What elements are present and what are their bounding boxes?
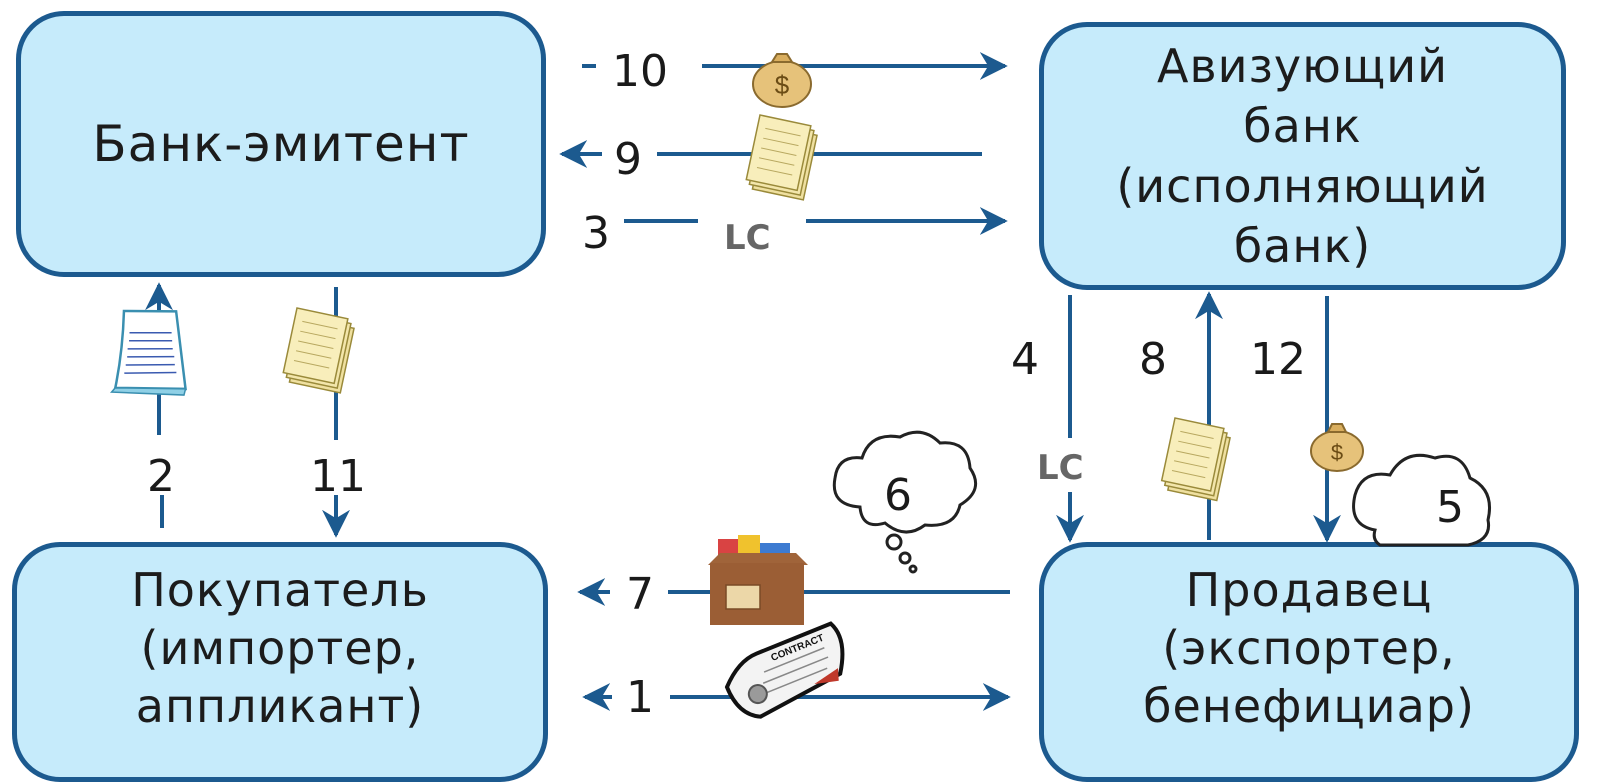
advising-bank-label-1: Авизующий	[1157, 39, 1448, 93]
step-5-label: 5	[1436, 482, 1464, 533]
step-12-label: 12	[1250, 334, 1306, 385]
svg-text:$: $	[1331, 440, 1343, 465]
step-6-label: 6	[884, 470, 912, 521]
flow-diagram: $ $	[110, 52, 1491, 719]
advising-bank-label-3: (исполняющий	[1116, 159, 1489, 213]
documents-icon-2	[282, 307, 355, 394]
lc-label-right: LC	[1037, 448, 1084, 488]
contract-icon: CONTRACT	[724, 621, 845, 719]
documents-icon-3	[1160, 417, 1231, 502]
buyer-box: Покупатель (импортер, аппликант)	[12, 542, 548, 782]
step-8-label: 8	[1139, 334, 1167, 385]
seller-label-2: (экспортер,	[1162, 621, 1456, 675]
thought-cloud-icon	[832, 430, 978, 574]
thought-cloud-icon-2	[1352, 453, 1491, 547]
issuing-bank-box: Банк-эмитент	[16, 11, 546, 277]
application-form-icon	[110, 309, 187, 396]
goods-box-icon	[708, 535, 808, 625]
step-9-label: 9	[614, 134, 642, 185]
documents-icon	[745, 114, 818, 201]
buyer-label-3: аппликант)	[135, 679, 425, 733]
money-bag-icon-2: $	[1310, 423, 1364, 472]
seller-label-3: бенефициар)	[1143, 679, 1475, 733]
buyer-label-1: Покупатель	[131, 563, 429, 617]
step-4-label: 4	[1011, 334, 1039, 385]
step-1-label: 1	[626, 672, 654, 723]
advising-bank-box: Авизующий банк (исполняющий банк)	[1039, 22, 1566, 290]
money-bag-icon: $	[752, 53, 812, 108]
step-10-label: 10	[612, 46, 668, 97]
step-2-label: 2	[147, 451, 175, 502]
advising-bank-label-4: банк)	[1233, 219, 1372, 273]
step-11-label: 11	[310, 451, 366, 502]
lc-label-top: LC	[724, 218, 771, 258]
advising-bank-label-2: банк	[1243, 99, 1362, 153]
seller-label-1: Продавец	[1185, 563, 1433, 617]
svg-text:$: $	[775, 70, 790, 100]
step-3-label: 3	[582, 208, 610, 259]
buyer-label-2: (импортер,	[140, 621, 420, 675]
issuing-bank-label: Банк-эмитент	[92, 115, 470, 173]
step-7-label: 7	[626, 569, 654, 620]
